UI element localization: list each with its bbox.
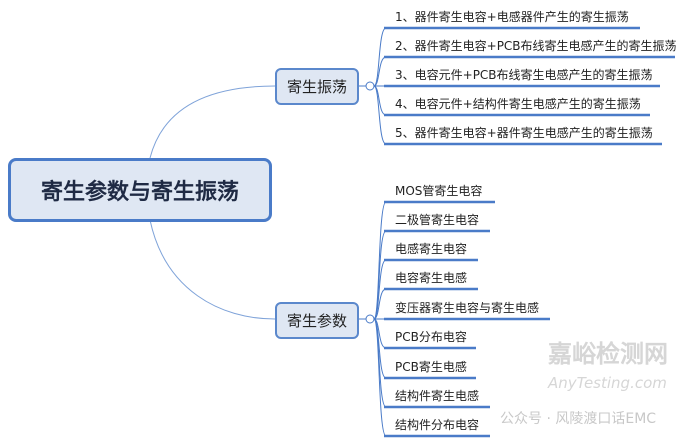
leaf-node[interactable]: MOS管寄生电容 [395, 184, 483, 198]
branch-to-leaf-curve [373, 318, 387, 437]
watermark-account: 公众号 · 风陵渡口话EMC [500, 411, 657, 427]
leaf-node[interactable]: 结构件寄生电感 [395, 389, 480, 403]
root-to-branch-curve [149, 219, 276, 320]
branch-node-oscillation[interactable]: 寄生振荡 [275, 68, 359, 105]
leaf-node[interactable]: 1、器件寄生电容+电感器件产生的寄生振荡 [395, 10, 629, 24]
leaf-node[interactable]: 二极管寄生电容 [395, 213, 480, 227]
collapse-toggle-icon [365, 81, 375, 91]
root-to-branch-curve [149, 85, 276, 159]
leaf-node[interactable]: PCB分布电容 [395, 330, 467, 344]
watermark-site-en: AnyTesting.com [548, 374, 667, 392]
leaf-node[interactable]: 5、器件寄生电容+器件寄生电感产生的寄生振荡 [395, 126, 653, 140]
leaf-node[interactable]: 电容寄生电感 [395, 271, 468, 285]
leaf-node[interactable]: 变压器寄生电容与寄生电感 [395, 301, 540, 315]
leaf-node[interactable]: 4、电容元件+结构件寄生电感产生的寄生振荡 [395, 97, 641, 111]
branch-to-leaf-curve [373, 85, 387, 145]
branch-node-parameters[interactable]: 寄生参数 [275, 302, 359, 339]
leaf-node[interactable]: 3、电容元件+PCB布线寄生电感产生的寄生振荡 [395, 68, 653, 82]
leaf-node[interactable]: 2、器件寄生电容+PCB布线寄生电感产生的寄生振荡 [395, 39, 677, 53]
leaf-node[interactable]: 电感寄生电容 [395, 242, 468, 256]
leaf-node[interactable]: 结构件分布电容 [395, 418, 480, 432]
leaf-node[interactable]: PCB寄生电感 [395, 360, 467, 374]
collapse-toggle-icon [365, 314, 375, 324]
watermark-site: 嘉峪检测网 [548, 340, 668, 368]
root-node[interactable]: 寄生参数与寄生振荡 [8, 158, 272, 222]
